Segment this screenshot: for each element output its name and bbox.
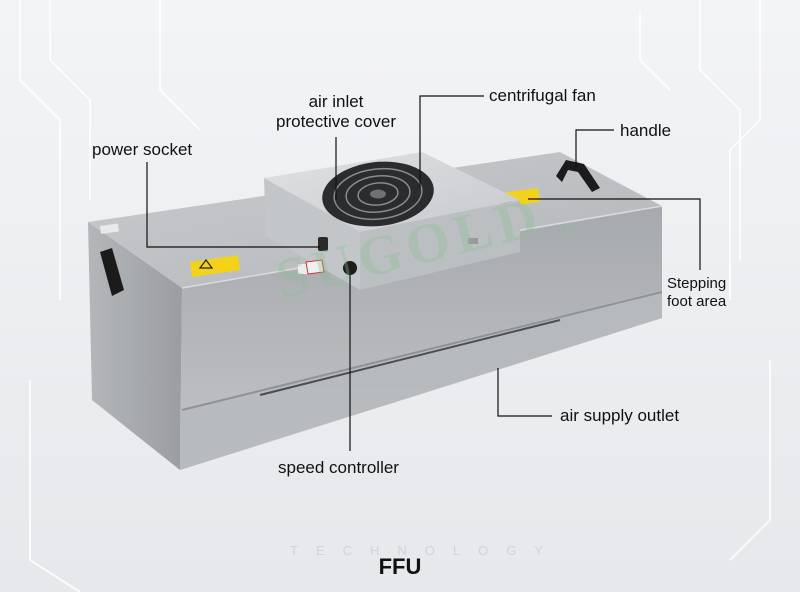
label-air-inlet-cover: air inlet protective cover <box>266 92 406 132</box>
speed-controller-icon <box>343 261 357 275</box>
lower-frame <box>180 290 662 470</box>
label-speed-controller: speed controller <box>278 458 399 477</box>
fan-box-side <box>360 200 520 290</box>
label-air-inlet-line2: protective cover <box>276 112 396 131</box>
callout-stepping <box>528 198 701 270</box>
power-socket-icon <box>318 237 328 251</box>
label-air-supply-outlet: air supply outlet <box>560 406 680 425</box>
label-stepping-foot-area: Stepping foot area <box>667 275 726 311</box>
callout-lines <box>146 95 701 451</box>
label-power-socket: power socket <box>92 140 193 159</box>
fan-box-front <box>264 178 360 290</box>
technology-watermark: TECHNOLOGY <box>290 543 562 558</box>
background-lines <box>19 0 771 592</box>
frame-groove <box>259 319 561 396</box>
diagram-title: FFU <box>378 554 422 579</box>
callout-handle <box>575 129 614 168</box>
callout-power-socket <box>146 162 320 248</box>
brand-trademark: TM <box>555 222 573 236</box>
callout-centrifugal-fan <box>419 95 484 188</box>
warning-sticker-left <box>190 255 240 277</box>
label-air-inlet-line1: air inlet <box>308 92 364 111</box>
label-handle: handle <box>620 121 672 140</box>
label-centrifugal-fan: centrifugal fan <box>489 86 596 105</box>
fan-grille-icon <box>322 161 434 227</box>
frame-seam <box>181 291 663 411</box>
label-stepping-line1: Stepping <box>667 275 727 292</box>
right-handle-icon <box>556 160 600 192</box>
label-stepping-line2: foot area <box>667 293 727 310</box>
left-handle-icon <box>100 248 124 296</box>
callout-air-supply <box>497 368 552 417</box>
